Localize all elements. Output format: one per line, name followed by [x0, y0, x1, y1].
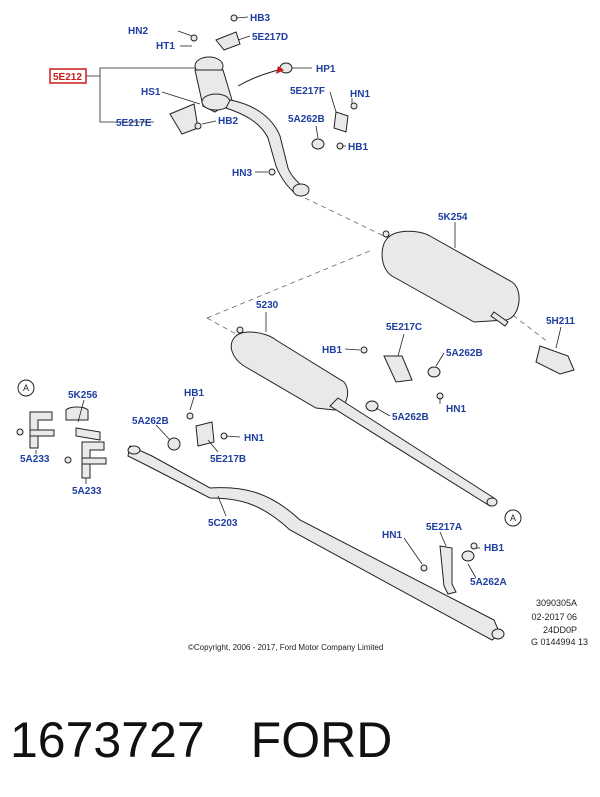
- rear-muffler[interactable]: [381, 230, 520, 327]
- label-5c203: 5C203: [208, 518, 238, 529]
- center-muffler[interactable]: [230, 326, 498, 507]
- label-hn1: HN1: [446, 404, 466, 415]
- copyright-notice: ©Copyright, 2006 - 2017, Ford Motor Comp…: [188, 643, 383, 652]
- hanger-lower: [167, 412, 228, 451]
- label-hb1: HB1: [348, 142, 368, 153]
- label-hn3: HN3: [232, 168, 252, 179]
- brand-name: FORD: [250, 712, 393, 768]
- footer: 1673727 FORD: [10, 700, 590, 780]
- hanger-rear: [420, 542, 478, 595]
- tail-pipe-tip[interactable]: [535, 345, 575, 375]
- callout-circle: [17, 379, 35, 397]
- label-hn1: HN1: [382, 530, 402, 541]
- assembly-dash-line: [206, 317, 237, 335]
- callout-a: A: [510, 513, 516, 523]
- catalytic-converter[interactable]: [194, 56, 310, 197]
- clamp-detail: [16, 406, 107, 479]
- label-hb1: HB1: [484, 543, 504, 554]
- oxygen-sensor-plug: [279, 62, 293, 74]
- top-bracket: [190, 14, 241, 51]
- label-5a262a: 5A262A: [470, 577, 507, 588]
- label-hn1: HN1: [244, 433, 264, 444]
- label-5a262b: 5A262B: [392, 412, 429, 423]
- assembly-dash-line: [304, 197, 389, 239]
- intermediate-pipe[interactable]: [127, 445, 505, 641]
- label-5e217f: 5E217F: [290, 86, 325, 97]
- label-hb1: HB1: [184, 388, 204, 399]
- label-5k256: 5K256: [68, 390, 98, 401]
- label-5k254: 5K254: [438, 212, 468, 223]
- reference-id: G 0144994 13: [531, 637, 588, 647]
- label-5a233: 5A233: [20, 454, 50, 465]
- callout-a: A: [23, 383, 29, 393]
- heat-shield-bracket: [169, 103, 202, 135]
- label-hn2: HN2: [128, 26, 148, 37]
- reference-model: 24DD0P: [543, 625, 577, 635]
- exhaust-system-diagram: A A: [16, 13, 588, 652]
- reference-date: 02-2017 06: [531, 612, 577, 622]
- label-5230: 5230: [256, 300, 279, 311]
- label-5e217d: 5E217D: [252, 32, 288, 43]
- label-5h211: 5H211: [546, 316, 575, 327]
- hanger-center: [360, 346, 444, 412]
- label-5a262b: 5A262B: [446, 348, 483, 359]
- label-ht1: HT1: [156, 41, 175, 52]
- label-hb2: HB2: [218, 116, 238, 127]
- part-number: 1673727: [10, 712, 205, 768]
- hanger-upper: [268, 102, 358, 176]
- leader-lines: [35, 16, 562, 579]
- label-5e217b: 5E217B: [210, 454, 246, 465]
- label-5a233: 5A233: [72, 486, 102, 497]
- label-5e217a: 5E217A: [426, 522, 462, 533]
- label-5e217e: 5E217E: [116, 118, 152, 129]
- label-5a262b: 5A262B: [132, 416, 169, 427]
- label-5e212: 5E212: [53, 72, 82, 83]
- label-5a262b: 5A262B: [288, 114, 325, 125]
- label-5e217c: 5E217C: [386, 322, 422, 333]
- reference-code: 3090305A: [536, 598, 577, 608]
- label-hb3: HB3: [250, 13, 270, 24]
- label-hn1: HN1: [350, 89, 370, 100]
- label-hp1: HP1: [316, 64, 336, 75]
- callout-circle: [504, 509, 522, 527]
- arrow-head: [276, 66, 284, 74]
- highlight-box: [49, 68, 87, 84]
- highlight-arrow: [237, 69, 279, 87]
- assembly-dash-line: [206, 249, 373, 319]
- label-hs1: HS1: [141, 87, 161, 98]
- label-hb1: HB1: [322, 345, 342, 356]
